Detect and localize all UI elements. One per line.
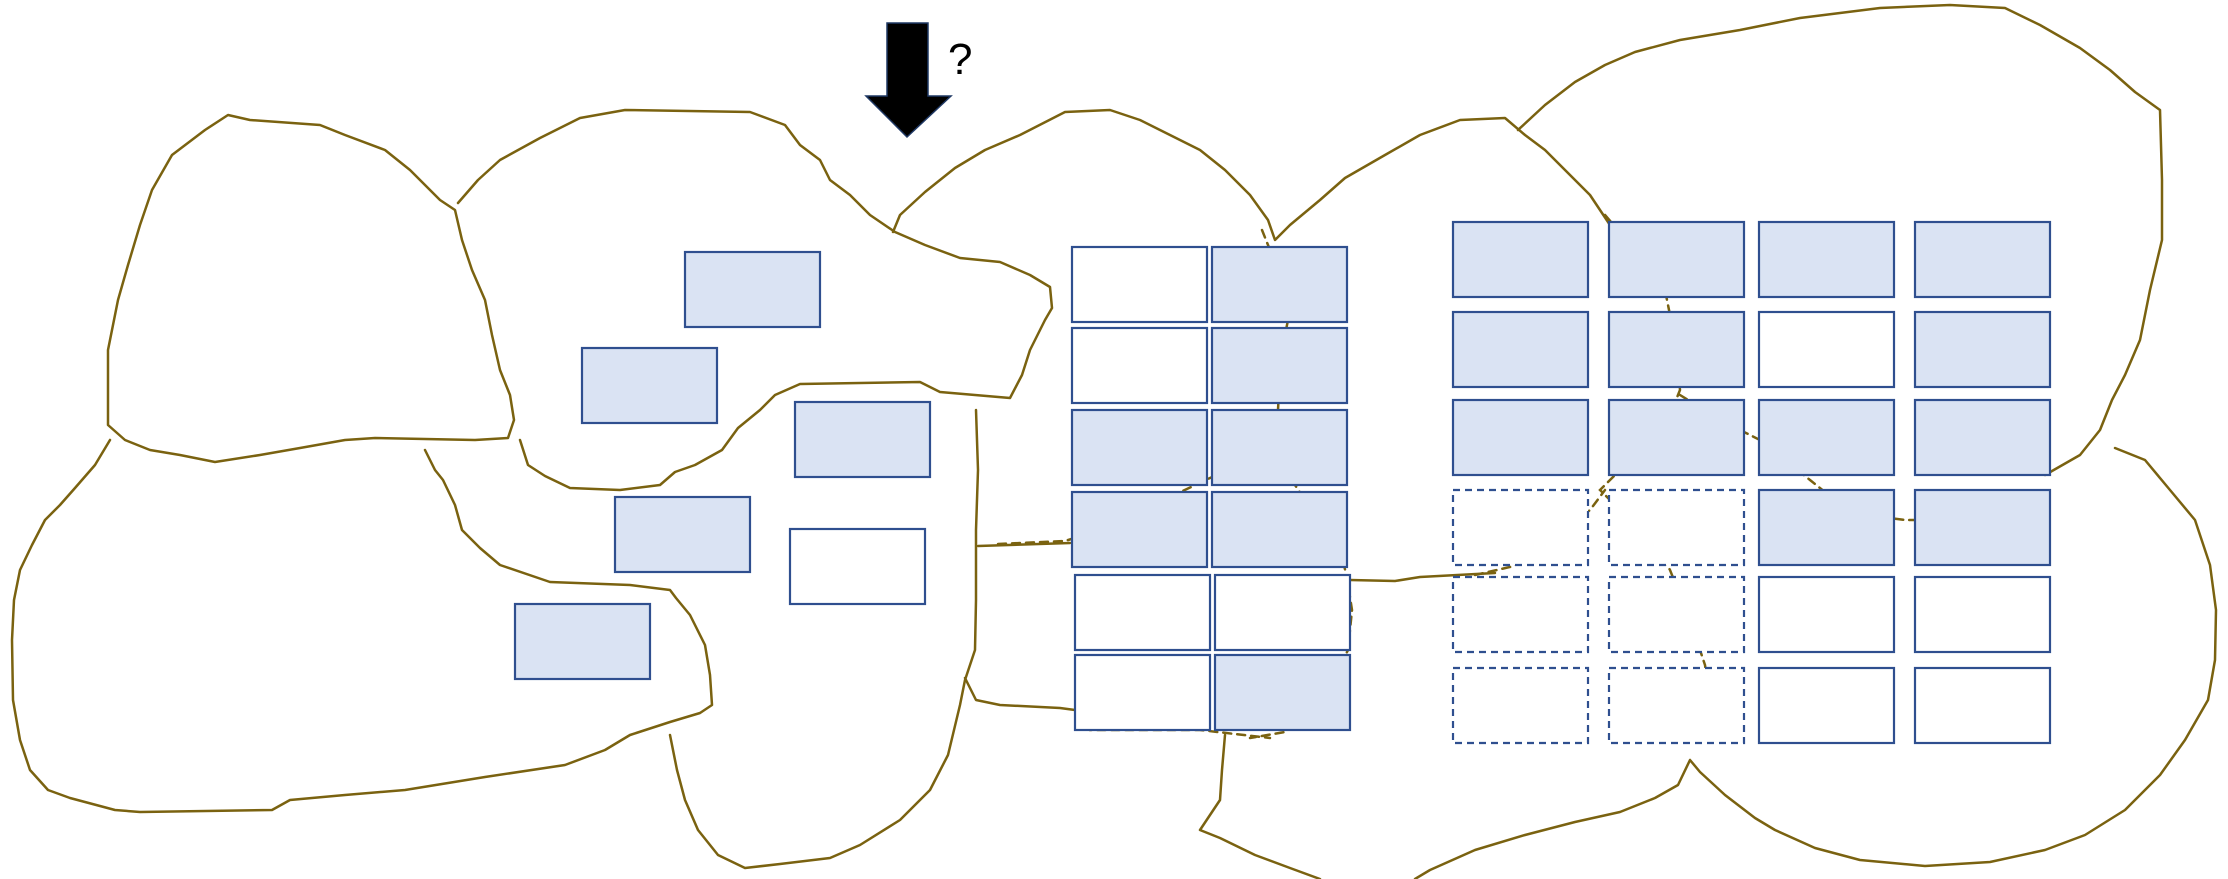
grid-cell xyxy=(1607,220,1746,299)
grid-cell xyxy=(1913,310,2052,389)
grid-cell xyxy=(1451,310,1590,389)
grid-cell xyxy=(1913,488,2052,567)
region-outline-top-middle xyxy=(456,108,1054,492)
scattered-box xyxy=(613,495,752,574)
region-outline-bottom-middle xyxy=(668,408,980,870)
scattered-box xyxy=(683,250,822,329)
region-outline-right xyxy=(1516,3,2164,477)
grid-cell xyxy=(1913,666,2052,745)
connector-line-left xyxy=(976,541,1072,548)
grid-cell xyxy=(1213,573,1352,652)
grid-cell xyxy=(1451,398,1590,477)
middle-grid xyxy=(1070,245,1352,732)
scattered-box xyxy=(513,602,652,681)
region-outline-right-lower xyxy=(1413,446,2218,879)
grid-cell xyxy=(1607,666,1746,745)
region-outline-center-top xyxy=(891,108,1622,250)
grid-cell xyxy=(1913,398,2052,477)
grid-cell xyxy=(1607,310,1746,389)
scattered-box xyxy=(793,400,932,479)
down-arrow-icon xyxy=(864,22,953,139)
grid-cell xyxy=(1073,573,1212,652)
grid-cell xyxy=(1757,488,1896,567)
region-outline-top-left xyxy=(106,113,516,464)
grid-cell xyxy=(1210,245,1349,324)
connector-line-middle xyxy=(1348,571,1497,583)
grid-cell xyxy=(1607,398,1746,477)
scattered-boxes xyxy=(513,250,932,681)
scattered-box xyxy=(580,346,719,425)
scattered-box xyxy=(788,527,927,606)
grid-cell xyxy=(1757,398,1896,477)
question-mark-label: ? xyxy=(948,35,972,84)
grid-cell xyxy=(1451,488,1590,567)
grid-cell xyxy=(1607,488,1746,567)
grid-cell xyxy=(1757,220,1896,299)
grid-cell xyxy=(1210,490,1349,569)
grid-cell xyxy=(1210,408,1349,487)
grid-cell xyxy=(1070,245,1209,324)
connector-line-bottom-left xyxy=(963,676,1092,714)
grid-cell xyxy=(1451,220,1590,299)
grid-cell xyxy=(1913,575,2052,654)
grid-cell xyxy=(1070,490,1209,569)
grid-cell xyxy=(1210,326,1349,405)
grid-cell xyxy=(1070,326,1209,405)
grid-cell xyxy=(1073,653,1212,732)
grid-cell xyxy=(1757,310,1896,389)
region-outline-bottom-center xyxy=(1198,733,1322,879)
grid-cell xyxy=(1757,666,1896,745)
grid-cell xyxy=(1070,408,1209,487)
grid-cell xyxy=(1913,220,2052,299)
grid-cell xyxy=(1451,575,1590,654)
grid-cell xyxy=(1213,653,1352,732)
right-grid xyxy=(1451,220,2052,745)
region-outline-bottom-left xyxy=(10,438,714,814)
grid-cell xyxy=(1607,575,1746,654)
grid-cell xyxy=(1451,666,1590,745)
grid-cell xyxy=(1757,575,1896,654)
region-outlines xyxy=(10,3,2218,879)
